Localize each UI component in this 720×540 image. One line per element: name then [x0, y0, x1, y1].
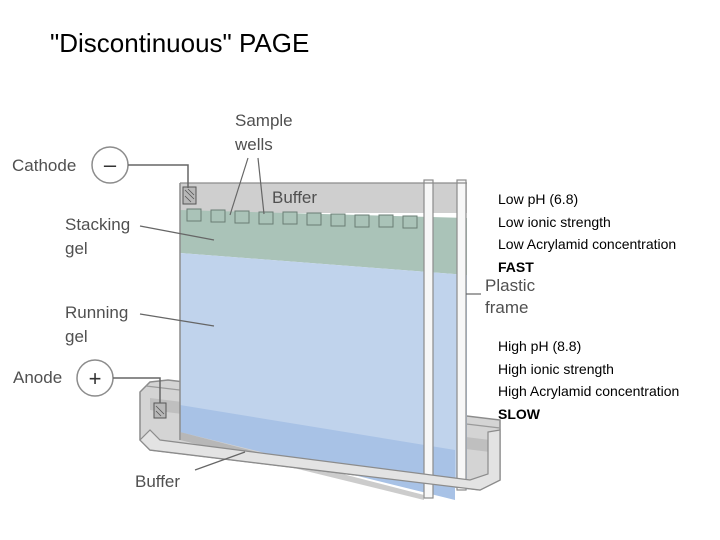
- anode-label: Anode: [13, 368, 62, 387]
- cathode-symbol: –: [91, 146, 189, 188]
- cathode-label: Cathode: [12, 156, 76, 175]
- sample-wells-label-line2: wells: [234, 135, 273, 154]
- slide-title: "Discontinuous" PAGE: [50, 28, 310, 58]
- plastic-frame-label-line2: frame: [485, 298, 528, 317]
- stacking-note-acrylamid: Low Acrylamid concentration: [498, 236, 677, 252]
- bottom-tank-rim: [139, 429, 501, 491]
- stacking-note-ionic: Low ionic strength: [498, 213, 611, 230]
- cathode-sign: –: [104, 152, 117, 177]
- stacking-note-ph: Low pH (6.8): [498, 191, 579, 207]
- sample-wells-label-line1: Sample: [235, 111, 293, 130]
- running-gel-label-line1: Running: [65, 303, 128, 322]
- running-note-ph: High pH (8.8): [498, 338, 582, 354]
- stacking-gel-label-line2: gel: [65, 239, 88, 258]
- plastic-frame-outer: [456, 179, 467, 491]
- sample-wells-row: [186, 208, 418, 229]
- plastic-frame-plate: [423, 179, 434, 499]
- running-note-speed: SLOW: [498, 405, 540, 422]
- sample-wells-pointer-2: [257, 157, 265, 215]
- sample-wells-pointer-1: [229, 157, 249, 216]
- buffer-top-label: Buffer: [272, 188, 317, 207]
- anode-sign: +: [89, 366, 102, 391]
- stacking-gel-label-line1: Stacking: [65, 215, 130, 234]
- running-note-acrylamid: High Acrylamid concentration: [498, 383, 680, 399]
- stacking-gel: [180, 210, 467, 275]
- running-gel-pointer: [139, 313, 215, 327]
- running-gel-label-line2: gel: [65, 327, 88, 346]
- top-buffer: [180, 183, 467, 213]
- running-note-ionic: High ionic strength: [498, 360, 614, 377]
- running-gel-notes: High pH (8.8) High ionic strength High A…: [498, 335, 679, 425]
- stacking-gel-notes: Low pH (6.8) Low ionic strength Low Acry…: [498, 188, 676, 278]
- buffer-bottom-pointer: [194, 451, 246, 471]
- anode-symbol: +: [76, 359, 161, 403]
- buffer-bottom-label: Buffer: [135, 472, 180, 491]
- stacking-gel-pointer: [139, 225, 215, 241]
- stacking-note-speed: FAST: [498, 258, 534, 275]
- cathode-electrode: [182, 186, 197, 205]
- plastic-frame-label-line1: Plastic: [485, 276, 536, 295]
